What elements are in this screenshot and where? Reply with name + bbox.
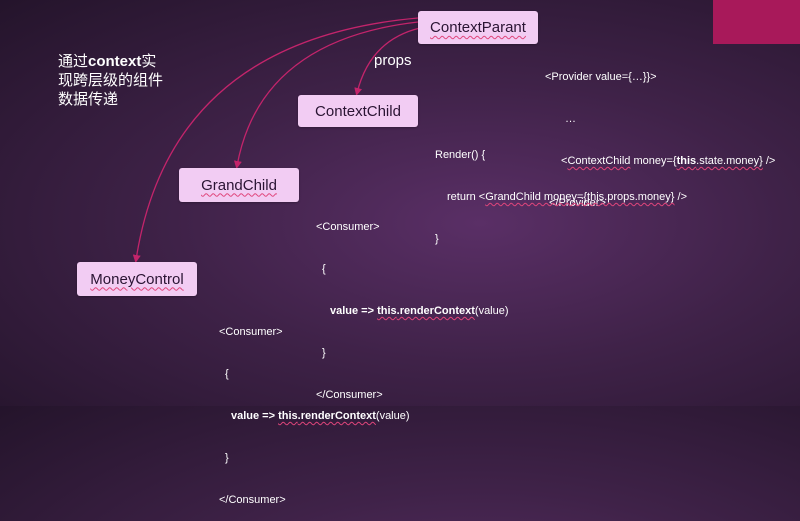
title-line3: 数据传递 (58, 91, 119, 108)
render-line-open: Render() { (435, 149, 486, 161)
node-money-control-label: MoneyControl (90, 270, 184, 288)
consumer1-open: <Consumer> (316, 221, 380, 233)
props-label: props (374, 52, 412, 69)
provider-child-name: ContextChild (567, 155, 631, 167)
render-grandchild-name: GrandChild (485, 191, 541, 203)
accent-block (713, 0, 800, 44)
provider-line-child: <ContextChild money={this.state.money} /… (545, 154, 775, 168)
consumer2-arg: (value) (375, 410, 410, 422)
consumer2-value-line: value => this.renderContext(value) (219, 409, 410, 423)
consumer2-value-prefix: value => (231, 410, 279, 422)
provider-child-this: this (676, 155, 697, 167)
provider-child-prop: money={ (630, 155, 677, 167)
node-money-control: MoneyControl (77, 262, 197, 296)
consumer1-arg: (value) (474, 305, 509, 317)
title-suffix: 实 (141, 53, 157, 70)
consumer1-this: this (377, 305, 397, 317)
provider-line-close: </Provider> (549, 197, 606, 209)
title-prefix: 通过 (58, 53, 89, 70)
node-context-parant-label: ContextParant (430, 19, 526, 36)
node-grand-child: GrandChild (179, 168, 299, 202)
render-code-block: Render() { return <GrandChild money={thi… (435, 120, 687, 260)
consumer2-close: </Consumer> (219, 494, 286, 506)
consumer1-close: </Consumer> (316, 389, 383, 401)
render-return-prefix: return < (447, 191, 486, 203)
provider-child-lt: < (561, 155, 568, 167)
render-line-return: return <GrandChild money={this.props.mon… (435, 190, 687, 204)
node-grand-child-label: GrandChild (201, 176, 277, 194)
node-context-child-label: ContextChild (315, 102, 401, 120)
consumer1-brace-close: } (322, 347, 326, 359)
consumer2-open: <Consumer> (219, 326, 283, 338)
consumer2-method: .renderContext (297, 410, 376, 422)
node-context-child: ContextChild (298, 95, 418, 127)
provider-line-ellipsis: … (565, 113, 576, 125)
consumer1-value-prefix: value => (330, 305, 378, 317)
title-line2: 现跨层级的组件 (58, 72, 164, 89)
arrow-parent-to-grandchild (233, 21, 419, 169)
render-props-money: money={this.props.money} (540, 191, 675, 203)
render-line-close: } (435, 233, 439, 245)
provider-line-open: <Provider value={…}}> (545, 71, 657, 83)
provider-child-end: /> (762, 155, 776, 167)
consumer1-method: .renderContext (396, 305, 475, 317)
diagram-title: 通过context实 现跨层级的组件 数据传递 (58, 52, 198, 109)
provider-code-block: <Provider value={…}}> … <ContextChild mo… (545, 42, 775, 224)
provider-child-state: .state.money} (696, 155, 763, 167)
consumer1-value-line: value => this.renderContext(value) (316, 304, 509, 318)
node-context-parant: ContextParant (418, 11, 538, 44)
consumer-code-block-grandchild: <Consumer> { value => this.renderContext… (316, 192, 509, 416)
consumer2-brace-close: } (225, 452, 229, 464)
consumer2-brace-open: { (225, 368, 229, 380)
consumer-code-block-moneycontrol: <Consumer> { value => this.renderContext… (219, 297, 410, 521)
consumer2-this: this (278, 410, 298, 422)
render-return-end: /> (674, 191, 688, 203)
title-context-keyword: context (88, 53, 142, 70)
consumer1-brace-open: { (322, 263, 326, 275)
